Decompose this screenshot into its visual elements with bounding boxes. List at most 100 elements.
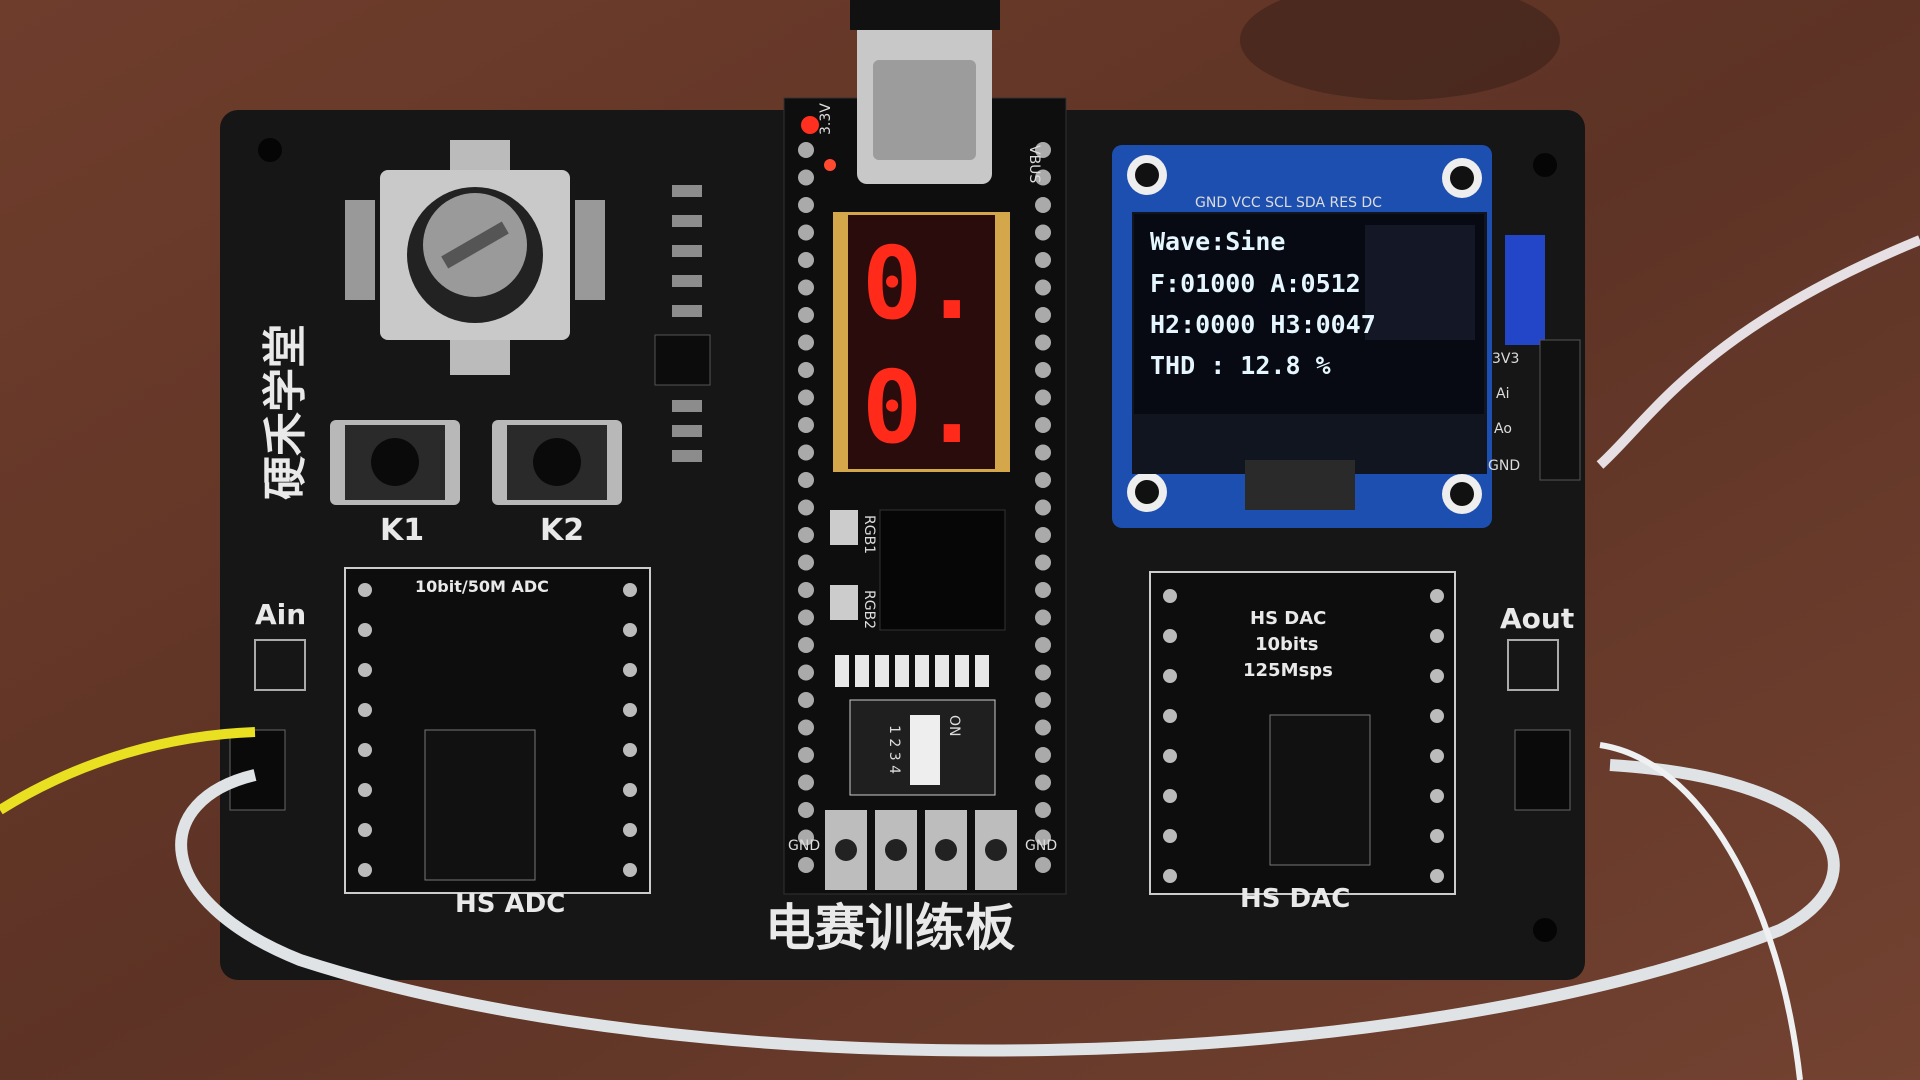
k2-label: K2 bbox=[540, 513, 584, 548]
header-pin bbox=[798, 224, 814, 241]
aout-connector[interactable] bbox=[1514, 729, 1571, 811]
header-pin bbox=[1035, 224, 1051, 241]
header-pin bbox=[798, 472, 814, 488]
header-pin bbox=[798, 609, 814, 626]
module-pin bbox=[358, 863, 372, 877]
module-pin bbox=[1430, 789, 1444, 803]
dac-line-1: HS DAC bbox=[1250, 608, 1326, 629]
header-pin bbox=[798, 692, 814, 708]
fpga-chip bbox=[879, 509, 1006, 631]
header-pin bbox=[1035, 472, 1051, 488]
module-pin bbox=[1430, 589, 1444, 603]
led bbox=[975, 655, 989, 687]
header-pin bbox=[1035, 334, 1051, 351]
dac-bottom-label: HS DAC bbox=[1240, 884, 1350, 914]
rgb1-led bbox=[830, 510, 858, 545]
push-button-cap bbox=[935, 839, 957, 861]
module-pin bbox=[358, 663, 372, 677]
rotary-encoder[interactable] bbox=[345, 140, 605, 375]
push-button-cap bbox=[885, 839, 907, 861]
header-pin bbox=[1035, 417, 1051, 433]
module-pin bbox=[1163, 749, 1177, 763]
header-pin bbox=[798, 582, 814, 598]
board-title: 电赛训练板 bbox=[765, 899, 1015, 957]
header-pin bbox=[798, 774, 814, 791]
mount-hole bbox=[258, 138, 282, 162]
led bbox=[895, 655, 909, 687]
header-pin bbox=[1035, 499, 1051, 516]
led bbox=[835, 655, 849, 687]
header-pin bbox=[798, 857, 814, 873]
right-header[interactable] bbox=[1539, 339, 1581, 481]
header-pin bbox=[798, 499, 814, 516]
mount-hole bbox=[1533, 153, 1557, 177]
module-pin bbox=[358, 583, 372, 597]
push-button-cap bbox=[985, 839, 1007, 861]
module-pin bbox=[1430, 669, 1444, 683]
rgb2-led bbox=[830, 585, 858, 620]
header-pin bbox=[798, 637, 814, 653]
header-pin bbox=[798, 747, 814, 763]
header-pin bbox=[1035, 747, 1051, 763]
white-wire-top-right[interactable] bbox=[1596, 235, 1920, 469]
module-pin bbox=[1430, 629, 1444, 643]
ain-header bbox=[254, 639, 306, 691]
header-pin bbox=[1035, 637, 1051, 653]
dac-line-3: 125Msps bbox=[1243, 660, 1333, 681]
adc-bottom-label: HS ADC bbox=[455, 889, 565, 919]
header-pin bbox=[1035, 609, 1051, 626]
led bbox=[935, 655, 949, 687]
module-pin bbox=[1163, 669, 1177, 683]
module-pin bbox=[358, 783, 372, 797]
module-pin bbox=[623, 823, 637, 837]
module-pin bbox=[623, 623, 637, 637]
header-pin bbox=[1035, 252, 1051, 268]
module-pin bbox=[358, 823, 372, 837]
module-pin bbox=[1163, 829, 1177, 843]
header-pin bbox=[1035, 774, 1051, 791]
led bbox=[875, 655, 889, 687]
module-pin bbox=[1163, 629, 1177, 643]
header-pin bbox=[798, 554, 814, 571]
aout-label: Aout bbox=[1500, 602, 1574, 635]
oled-line-wave: Wave:Sine bbox=[1150, 227, 1285, 256]
module-pin bbox=[1163, 869, 1177, 883]
yellow-wire[interactable] bbox=[0, 727, 256, 815]
header-pin bbox=[1035, 362, 1051, 378]
header-pin bbox=[798, 444, 814, 461]
module-pin bbox=[623, 703, 637, 717]
seven-segment-display bbox=[848, 215, 995, 469]
header-pin bbox=[798, 169, 814, 186]
push-button-cap bbox=[835, 839, 857, 861]
header-pin bbox=[1035, 142, 1051, 158]
ain-connector[interactable] bbox=[229, 729, 286, 811]
module-pin bbox=[623, 583, 637, 597]
led bbox=[955, 655, 969, 687]
seven-segment-digit-2: 0. bbox=[862, 349, 982, 466]
header-label-gnd: GND bbox=[1488, 458, 1520, 474]
header-pin bbox=[798, 197, 814, 213]
module-pin bbox=[1430, 869, 1444, 883]
power-led bbox=[801, 116, 819, 134]
dac-line-2: 10bits bbox=[1255, 634, 1318, 655]
ain-label: Ain bbox=[255, 598, 306, 631]
white-loop-wire[interactable] bbox=[175, 759, 1840, 1057]
k1-button[interactable] bbox=[330, 420, 460, 505]
dip-numbers: 1 2 3 4 bbox=[886, 725, 902, 774]
status-led bbox=[824, 159, 836, 171]
module-pin bbox=[623, 783, 637, 797]
header-pin bbox=[1035, 197, 1051, 213]
adc-module bbox=[344, 567, 651, 894]
header-pin bbox=[798, 802, 814, 818]
white-wire-right[interactable] bbox=[1599, 742, 1803, 1080]
brand-label: 硬禾学堂 bbox=[260, 324, 311, 500]
module-pin bbox=[358, 703, 372, 717]
header-pin bbox=[798, 417, 814, 433]
rgb2-label: RGB2 bbox=[861, 590, 877, 629]
k2-button[interactable] bbox=[492, 420, 622, 505]
seven-segment-digit-1: 0. bbox=[862, 225, 982, 342]
header-pin bbox=[798, 664, 814, 681]
aout-header bbox=[1507, 639, 1559, 691]
module-pin bbox=[1163, 709, 1177, 723]
module-pin bbox=[1430, 829, 1444, 843]
